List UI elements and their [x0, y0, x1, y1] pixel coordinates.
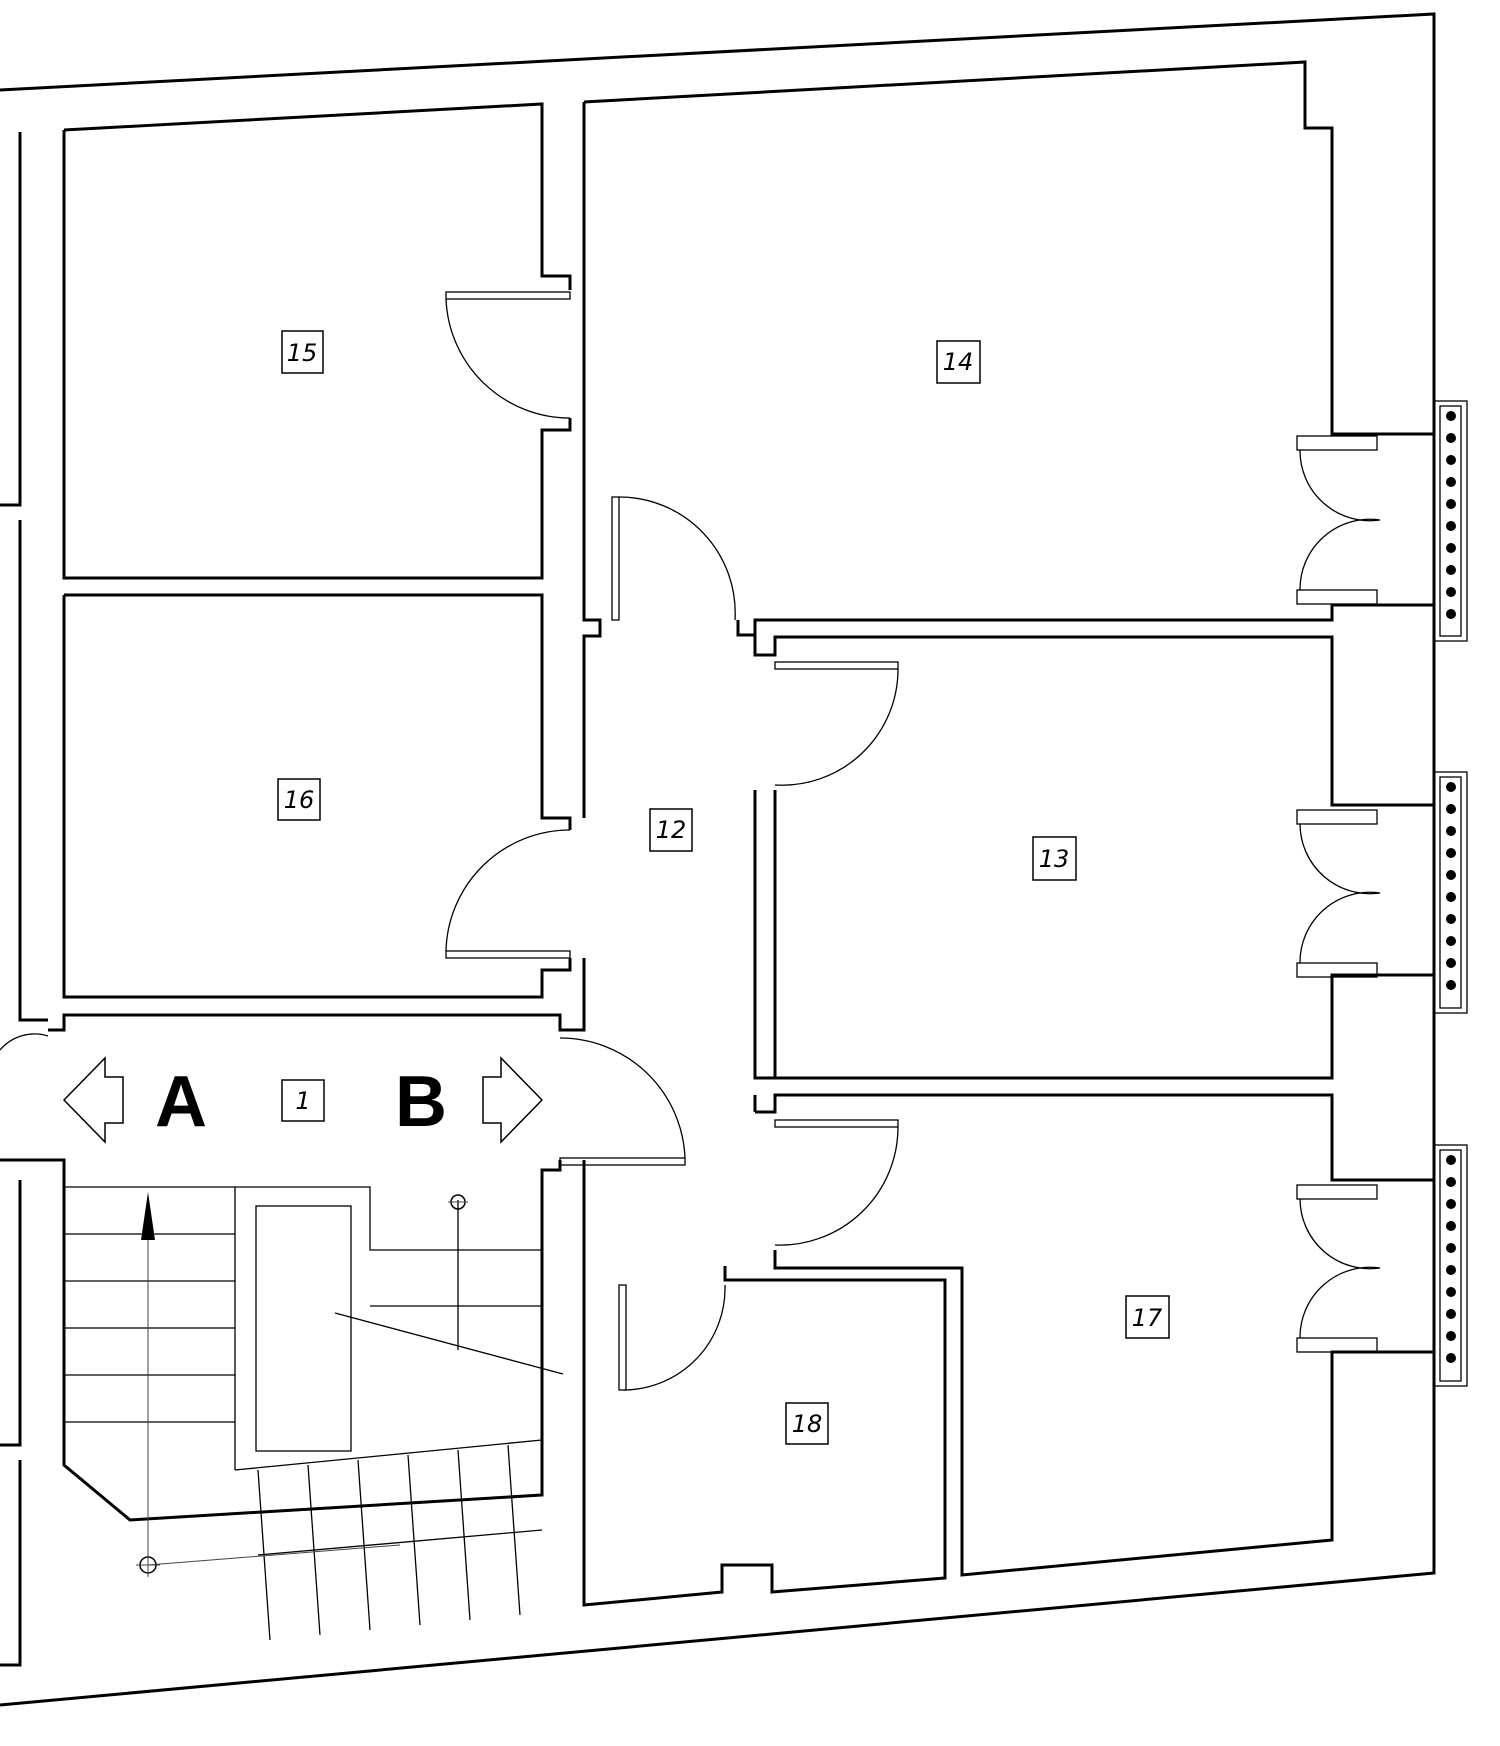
staircase	[64, 1186, 564, 1641]
room-14-walls	[583, 60, 1434, 637]
railing-dots	[1446, 411, 1456, 1363]
doors	[0, 291, 899, 1391]
room-13-label: 13	[1039, 845, 1070, 873]
room-15-walls	[62, 102, 572, 580]
room-13-walls	[753, 635, 1434, 1080]
corridor-walls	[48, 102, 947, 1607]
arrow-left-icon	[62, 1056, 124, 1144]
room-18-label: 18	[792, 1410, 823, 1438]
room-17-walls	[753, 1093, 1434, 1577]
room-17-label: 17	[1132, 1304, 1163, 1332]
section-b-label: B	[395, 1062, 447, 1142]
balcony-17	[1296, 1144, 1468, 1387]
section-a-label: A	[155, 1062, 207, 1142]
balcony-14	[1296, 400, 1468, 642]
room-14-label: 14	[943, 348, 974, 376]
room-16-walls	[62, 593, 572, 999]
room-16-label: 16	[284, 786, 315, 814]
room-15-label: 15	[287, 339, 318, 367]
room-12-label: 12	[656, 816, 687, 844]
room-1-label: 1	[295, 1087, 310, 1115]
hall-arrows	[62, 1056, 544, 1144]
exterior-walls	[0, 12, 1436, 1707]
arrow-right-icon	[482, 1056, 544, 1144]
balcony-13	[1296, 771, 1468, 1014]
room-labels: 15 14 16 12 13 1 17 18	[277, 330, 1170, 1445]
